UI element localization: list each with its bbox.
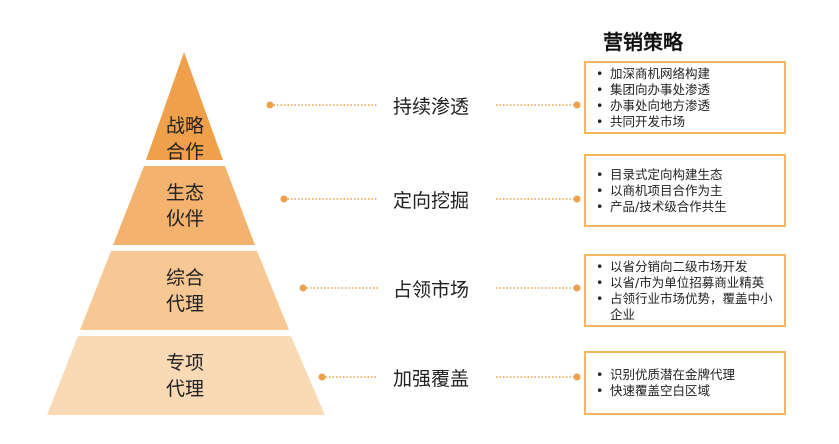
- pyramid-tier-3: [80, 251, 289, 330]
- tier-3-label: 综合代理: [165, 267, 204, 315]
- strategy-item: 快速覆盖空白区域: [594, 383, 778, 399]
- tier-1-action: 持续渗透: [393, 96, 470, 118]
- tier-2-label: 生态伙伴: [165, 182, 204, 230]
- tier-2-action: 定向挖掘: [393, 190, 470, 212]
- connector-dot: [573, 373, 581, 381]
- tier-3-strategy-box: 以省分销向二级市场开发以省/市为单位招募商业精英占领行业市场优势，覆盖中小企业: [584, 254, 786, 327]
- tier-4-label: 专项代理: [165, 352, 204, 400]
- tier-3-action: 占领市场: [393, 279, 470, 301]
- connector-dot: [573, 195, 581, 203]
- pyramid-tier-1: [146, 52, 223, 160]
- connector-dot: [573, 284, 581, 292]
- strategy-item: 产品/技术级合作共生: [594, 199, 778, 215]
- tier-2-strategy-box: 目录式定向构建生态以商机项目合作为主产品/技术级合作共生: [584, 154, 786, 227]
- strategy-title: 营销策略: [603, 30, 683, 54]
- strategy-item: 以省/市为单位招募商业精英: [594, 275, 778, 291]
- strategy-item: 占领行业市场优势，覆盖中小企业: [594, 291, 778, 323]
- connector-dot: [573, 101, 581, 109]
- pyramid-tier-2: [113, 166, 255, 245]
- strategy-item: 识别优质潜在金牌代理: [594, 367, 778, 383]
- strategy-item: 办事处向地方渗透: [594, 98, 778, 114]
- strategy-item: 目录式定向构建生态: [594, 167, 778, 183]
- strategy-item: 共同开发市场: [594, 114, 778, 130]
- tier-4-strategy-box: 识别优质潜在金牌代理快速覆盖空白区域: [584, 351, 786, 415]
- pyramid-tier-4: [47, 336, 325, 415]
- connectors: [266, 101, 581, 381]
- tier-1-strategy-box: 加深商机网络构建集团向办事处渗透办事处向地方渗透共同开发市场: [584, 61, 786, 134]
- strategy-item: 以省分销向二级市场开发: [594, 259, 778, 275]
- strategy-item: 加深商机网络构建: [594, 66, 778, 82]
- tier-4-action: 加强覆盖: [393, 368, 470, 390]
- strategy-item: 以商机项目合作为主: [594, 183, 778, 199]
- strategy-item: 集团向办事处渗透: [594, 82, 778, 98]
- tier-1-label: 战略合作: [165, 115, 204, 163]
